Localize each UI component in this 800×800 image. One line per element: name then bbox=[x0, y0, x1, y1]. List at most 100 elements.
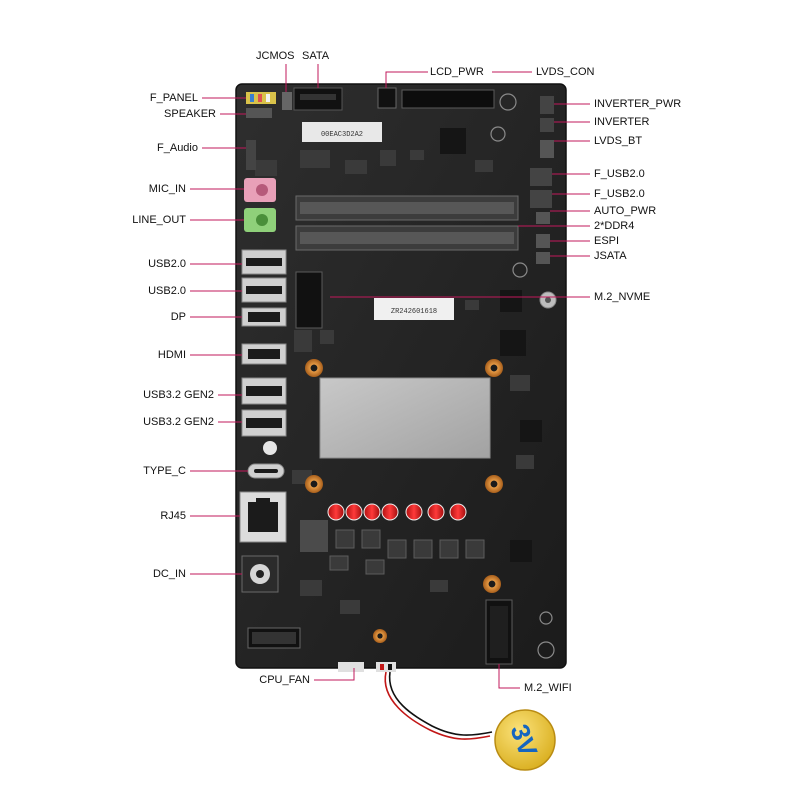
top-connectors bbox=[246, 87, 554, 264]
capacitor bbox=[405, 503, 423, 521]
label-auto-pwr: AUTO_PWR bbox=[594, 205, 657, 217]
ddr4-slot-2-inner bbox=[300, 232, 514, 244]
ddr4-slot-1-inner bbox=[300, 202, 514, 214]
label-jcmos: JCMOS bbox=[256, 50, 295, 62]
mosfet bbox=[365, 559, 385, 575]
ic-chip bbox=[510, 540, 532, 562]
cpu-fan-header bbox=[338, 662, 364, 672]
standoff-center bbox=[545, 297, 551, 303]
label-usb32-a: USB3.2 GEN2 bbox=[143, 389, 214, 401]
gear-pad bbox=[512, 262, 528, 278]
lvds-connector bbox=[401, 89, 495, 109]
ic-chip bbox=[300, 580, 322, 596]
sticker-bg bbox=[302, 122, 382, 142]
f-panel-pin bbox=[266, 94, 270, 102]
battery-wire-black bbox=[388, 671, 493, 736]
ic-chip bbox=[380, 150, 396, 166]
mount-hole bbox=[483, 575, 501, 593]
usb20-port-1-slot bbox=[246, 258, 282, 266]
auto-pwr-header bbox=[536, 212, 550, 224]
capacitor bbox=[427, 503, 445, 521]
label-lcd-pwr: LCD_PWR bbox=[430, 66, 484, 78]
bottom-components bbox=[247, 627, 396, 672]
capacitor bbox=[449, 503, 467, 521]
sata-slot bbox=[300, 94, 336, 100]
usb20-port-2-slot bbox=[246, 286, 282, 294]
mount-hole bbox=[305, 475, 323, 493]
speaker-header bbox=[246, 108, 272, 118]
label-sata: SATA bbox=[302, 50, 330, 62]
ic-chip bbox=[294, 330, 312, 352]
ic-chip bbox=[430, 580, 448, 592]
rj45-opening bbox=[248, 502, 278, 532]
cmos-battery: 3V bbox=[384, 671, 556, 771]
gear-pad bbox=[490, 126, 506, 142]
capacitor bbox=[363, 503, 381, 521]
line-out-hole bbox=[256, 214, 268, 226]
ic-chip bbox=[475, 160, 493, 172]
ic-chip bbox=[440, 128, 466, 154]
dc-in-pin bbox=[256, 570, 264, 578]
gear-pad bbox=[539, 611, 553, 625]
top-sticker-text: 00EAC3D2A2 bbox=[321, 131, 363, 139]
m2-wifi-slot bbox=[485, 599, 513, 665]
f-usb-header bbox=[530, 168, 552, 186]
label-inverter-pwr: INVERTER_PWR bbox=[594, 98, 682, 110]
coin-battery bbox=[494, 709, 556, 771]
jsata-header bbox=[536, 252, 550, 264]
usb32-port-2-slot bbox=[246, 418, 282, 428]
ic-chip bbox=[320, 330, 334, 344]
battery-wire-red bbox=[384, 671, 491, 740]
mosfet bbox=[413, 539, 433, 559]
m2-nvme-connector bbox=[295, 271, 323, 329]
ic-chip bbox=[465, 300, 479, 310]
mosfet bbox=[361, 529, 381, 549]
label-hdmi: HDMI bbox=[157, 349, 186, 361]
label-dc-in: DC_IN bbox=[152, 568, 186, 580]
label-m2-nvme: M.2_NVME bbox=[594, 291, 651, 303]
battery-header bbox=[376, 662, 396, 672]
label-usb32-b: USB3.2 GEN2 bbox=[143, 416, 214, 428]
lcd-pwr-header bbox=[377, 87, 397, 109]
mounting-holes bbox=[305, 291, 557, 643]
capacitor-row bbox=[327, 503, 467, 521]
nvme-sticker bbox=[374, 298, 454, 320]
label-cpu-fan: CPU_FAN bbox=[259, 674, 310, 686]
ic-chip bbox=[500, 290, 522, 312]
mosfet bbox=[335, 529, 355, 549]
io-ports bbox=[239, 178, 287, 593]
gear-pads bbox=[490, 93, 555, 659]
label-line-out: LINE_OUT bbox=[132, 214, 186, 226]
top-sticker: 00EAC3D2A2 bbox=[302, 122, 382, 142]
ic-chip bbox=[516, 455, 534, 469]
label-inverter: INVERTER bbox=[594, 116, 650, 128]
label-type-c: TYPE_C bbox=[143, 465, 186, 477]
label-jsata: JSATA bbox=[594, 250, 627, 262]
white-button bbox=[263, 441, 277, 455]
label-usb20-b: USB2.0 bbox=[148, 285, 186, 297]
mount-hole bbox=[305, 359, 323, 377]
mosfet bbox=[465, 539, 485, 559]
ic-chip bbox=[300, 150, 330, 168]
bottom-connector-inner bbox=[252, 632, 296, 644]
hdmi-port-slot bbox=[248, 349, 280, 359]
dp-port-slot bbox=[248, 312, 280, 322]
ic-chip bbox=[520, 420, 542, 442]
pcb-edge bbox=[235, 83, 567, 669]
m2-nvme-slot: ZR242601618 bbox=[295, 271, 454, 329]
label-espi: ESPI bbox=[594, 235, 620, 247]
capacitor bbox=[327, 503, 345, 521]
ic-chip bbox=[255, 160, 277, 176]
cpu-area bbox=[319, 377, 491, 459]
m2-wifi-inner bbox=[490, 606, 508, 658]
leader-lcd-pwr bbox=[385, 71, 428, 88]
leader-m2-wifi bbox=[498, 664, 520, 689]
jcmos-header bbox=[282, 92, 292, 110]
ddr4-slots bbox=[295, 195, 519, 251]
leader-cpu-fan bbox=[314, 668, 355, 681]
mount-hole bbox=[373, 629, 387, 643]
usb32-port-1-slot bbox=[246, 386, 282, 396]
ic-chip bbox=[340, 600, 360, 614]
